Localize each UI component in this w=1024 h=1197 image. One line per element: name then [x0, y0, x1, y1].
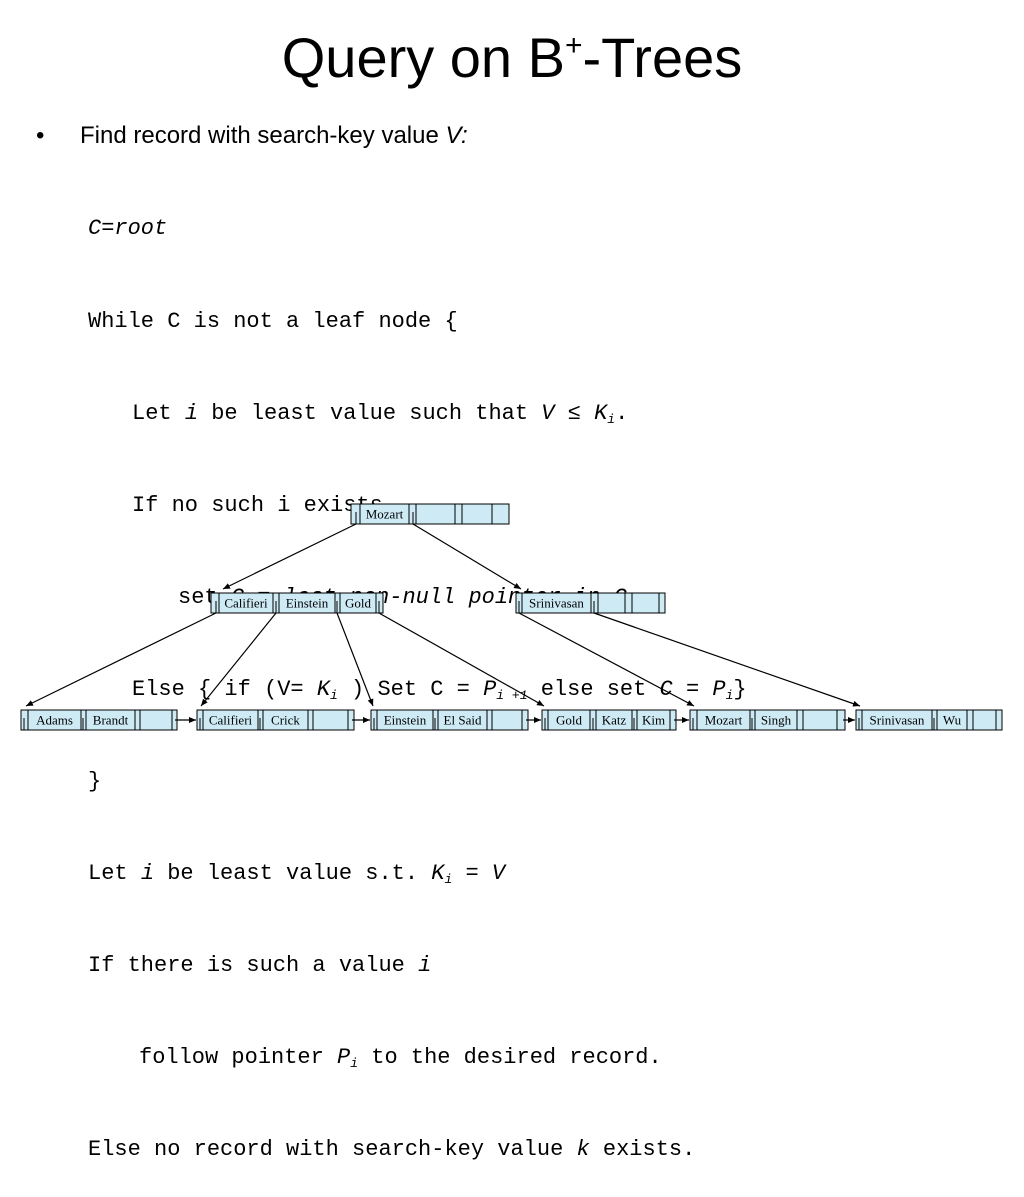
internal-node-2-key: Srinivasan — [529, 596, 584, 611]
code-line-10: follow pointer Pi to the desired record. — [139, 1045, 662, 1072]
leaf-node-key: Wu — [943, 713, 962, 728]
bullet-text: Find record with search-key value V: — [80, 120, 468, 152]
code-line-6: Else { if (V= Ki ) Set C = Pi +1 else se… — [132, 676, 747, 703]
internal-node-1-key: Califieri — [224, 596, 268, 611]
leaf-node-key: Kim — [642, 713, 665, 728]
code-line-1: C=root — [88, 216, 168, 242]
pointer-arrow — [200, 612, 277, 707]
root-key: Mozart — [366, 507, 404, 522]
pointer-arrow — [518, 612, 695, 707]
pointer-arrow — [336, 612, 374, 707]
pointer-arrow — [222, 523, 357, 590]
leaf-node-6 — [855, 709, 1003, 731]
root-node — [350, 503, 510, 525]
title-superscript: + — [565, 29, 583, 62]
slide-title: Query on B+-Trees — [0, 18, 1024, 98]
pointer-arrow — [412, 523, 522, 590]
leaf-node-key: Singh — [761, 713, 792, 728]
leaf-node-key: Gold — [556, 713, 583, 728]
pointer-arrow — [25, 612, 217, 707]
pointer-arrow — [378, 612, 545, 707]
leaf-node-key: El Said — [444, 713, 482, 728]
leaf-node-key: Adams — [36, 713, 73, 728]
leaf-node-key: Srinivasan — [870, 713, 925, 728]
code-line-4: If no such i exists — [132, 492, 383, 518]
leaf-node-key: Mozart — [705, 713, 743, 728]
leaf-node-key: Einstein — [384, 713, 427, 728]
code-line-11: Else no record with search-key value k e… — [88, 1137, 696, 1163]
pointer-arrow — [593, 612, 861, 707]
code-line-2: While C is not a leaf node { — [88, 308, 458, 334]
internal-node-1-key: Einstein — [286, 596, 329, 611]
code-line-7: } — [88, 768, 102, 794]
bullet-label: Find record with search-key value — [80, 122, 446, 149]
leaf-node-key: Brandt — [93, 713, 129, 728]
leaf-node-key: Katz — [602, 713, 627, 728]
title-main: Query on B — [281, 26, 565, 89]
code-line-8: Let i be least value s.t. Ki = V — [88, 861, 506, 888]
bullet-marker: • — [36, 122, 45, 149]
code-line-3: Let i be least value such that V ≤ Ki. — [132, 400, 629, 427]
internal-node-1-key: Gold — [345, 596, 372, 611]
code-line-9: If there is such a value i — [88, 953, 432, 979]
leaf-node-key: Crick — [271, 713, 300, 728]
title-tail: -Trees — [582, 26, 743, 89]
leaf-node-key: Califieri — [209, 713, 253, 728]
bullet-variable: V: — [445, 122, 468, 149]
